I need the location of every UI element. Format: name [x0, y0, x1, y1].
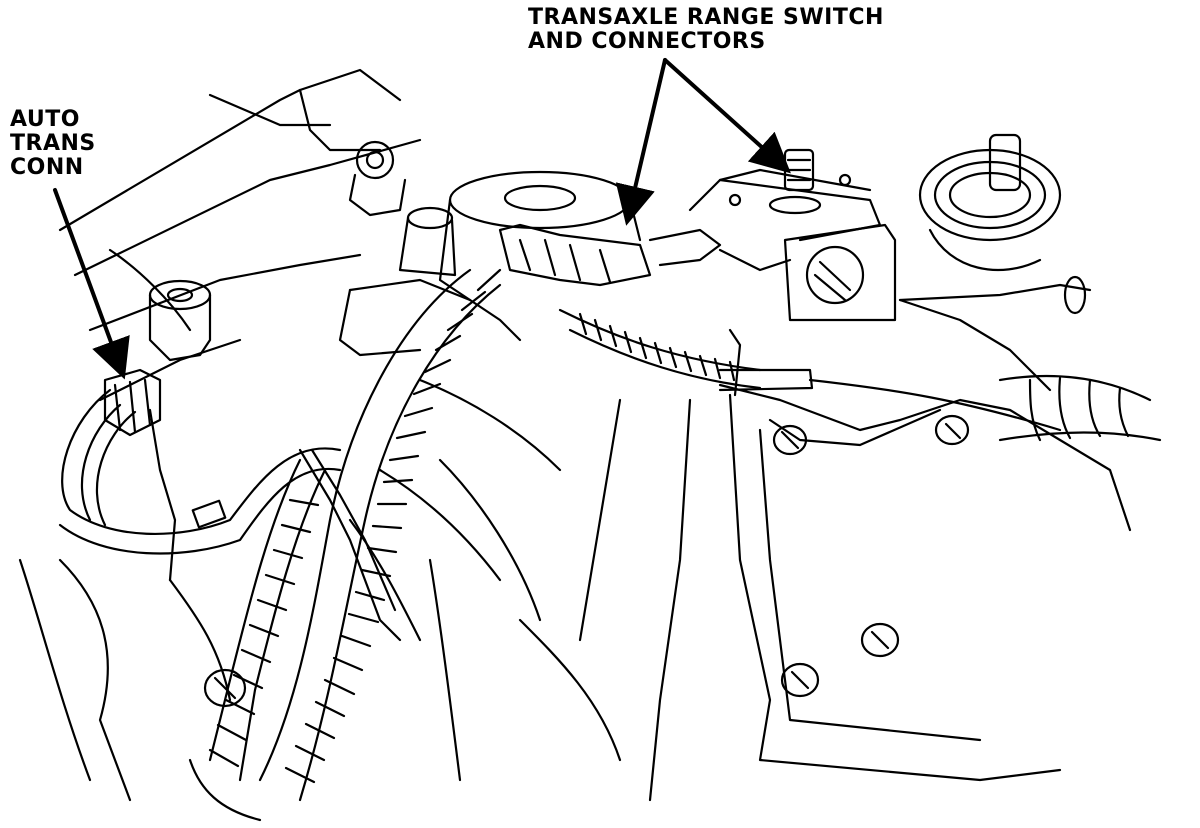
callout-arrow-range-switch: [615, 58, 791, 226]
right-pulley-assembly: [898, 133, 1092, 315]
auto-trans-conn-label-line-2: TRANS: [10, 131, 96, 156]
range-switch-label-line-1: TRANSAXLE RANGE SWITCH: [528, 5, 884, 30]
oil-pan: [578, 298, 1132, 802]
upper-bolt-boss: [348, 140, 457, 277]
left-mounting-boss: [148, 279, 212, 362]
callout-arrow-auto-trans-conn: [53, 188, 130, 380]
range-switch-harness: [558, 248, 814, 397]
lower-left-bolt: [203, 668, 247, 708]
flat-wire-harness: [58, 388, 402, 642]
auto-trans-conn-label-line-3: CONN: [10, 155, 84, 180]
transaxle-case-upper: [58, 68, 422, 582]
range-switch-body: [688, 148, 882, 242]
range-switch-connector: [498, 223, 722, 287]
auto-trans-conn-label-line-1: AUTO: [10, 107, 80, 132]
right-harness: [808, 375, 1162, 442]
pan-bolt: [860, 622, 900, 658]
center-housing: [338, 170, 642, 357]
pan-bolt: [780, 662, 820, 698]
lower-housing-contours: [18, 378, 622, 802]
main-wiring-harness: [188, 268, 502, 822]
auto-trans-connector: [103, 368, 162, 437]
auto-trans-conn-label: AUTO TRANS CONN: [10, 108, 96, 180]
range-switch-label: TRANSAXLE RANGE SWITCH AND CONNECTORS: [528, 6, 884, 54]
pan-bolt: [772, 424, 808, 456]
pan-bolt: [934, 414, 970, 446]
range-switch-label-line-2: AND CONNECTORS: [528, 29, 766, 54]
range-switch-bracket: [783, 223, 897, 322]
